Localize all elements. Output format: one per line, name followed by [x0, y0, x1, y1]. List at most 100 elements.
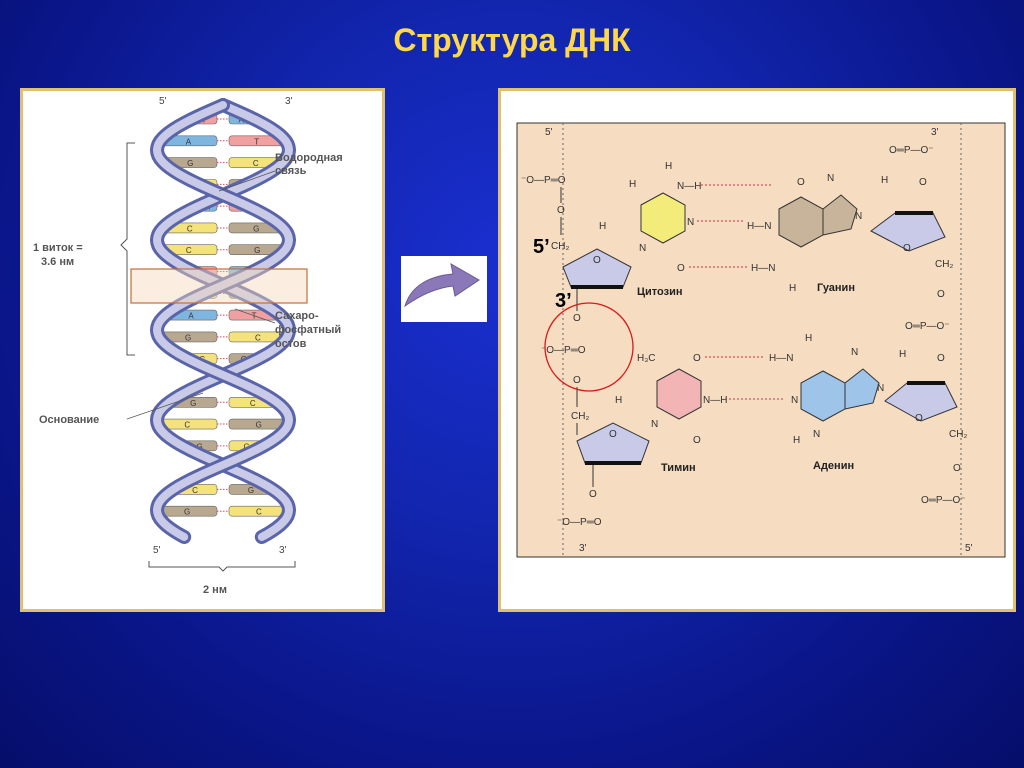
thymine-label: Тимин	[661, 462, 696, 474]
right-bottom-phosphate: O═P—O⁻	[921, 495, 966, 506]
adenine-ring-5	[844, 368, 880, 410]
helix-top-3: 3'	[285, 96, 293, 107]
thymine-o4: O	[693, 353, 701, 364]
helix-top-5: 5'	[159, 96, 167, 107]
base-letter: G	[185, 333, 191, 342]
adenine-label: Аденин	[813, 460, 854, 472]
left-top-phosphate: ⁻O—P═O	[521, 175, 566, 186]
right-ch2-2: CH₂	[949, 429, 967, 440]
backbone-pointer	[234, 308, 276, 324]
right-o-2: O	[937, 289, 945, 300]
hbond-label-1: Водородная	[275, 152, 343, 164]
base-letter: G	[254, 246, 260, 255]
base-letter: T	[254, 137, 259, 146]
base-pointer	[126, 392, 204, 420]
left-o-2: O	[573, 313, 581, 324]
cytosine-n1: N	[639, 243, 646, 254]
hbond-pointer	[218, 170, 276, 192]
base-letter: G	[187, 159, 193, 168]
guanine-n9: N	[855, 211, 862, 222]
hbond-label-2: связь	[275, 165, 307, 177]
guanine-h2: H	[789, 283, 796, 294]
base-letter: C	[253, 159, 259, 168]
right-mid-phosphate: O═P—O⁻	[905, 321, 950, 332]
cytosine-o2: O	[677, 263, 685, 274]
adenine-h8: H	[899, 349, 906, 360]
width-bracket	[148, 561, 296, 572]
base-letter: G	[190, 399, 196, 408]
turn-label-2: 3.6 нм	[41, 256, 74, 268]
turn-bracket	[120, 142, 135, 356]
base-letter: C	[192, 486, 198, 495]
guanine-h1: H—N	[747, 221, 771, 232]
chemical-structure-panel: 5' 3' 3' 5' ⁻O—P═O O CH₂ O O ⁻O—P═O O CH…	[498, 88, 1016, 612]
right-bottom-sugar	[884, 382, 958, 422]
thymine-h6: H	[615, 395, 622, 406]
helix-bottom-3: 3'	[279, 545, 287, 556]
cytosine-label: Цитозин	[637, 286, 683, 298]
base-letter: C	[255, 333, 261, 342]
base-letter: G	[197, 442, 203, 451]
right-bottom-sugar-o: O	[915, 413, 923, 424]
strand-b-inner	[152, 101, 294, 541]
left-top-sugar-o: O	[593, 255, 601, 266]
left-bottom-sugar	[576, 422, 650, 464]
sugar-phosphate-strands	[149, 98, 297, 544]
right-top-sugar	[870, 212, 946, 252]
base-letter: C	[250, 399, 256, 408]
guanine-label: Гуанин	[817, 282, 855, 294]
guanine-n2: H—N	[751, 263, 775, 274]
backbone-label-1: Сахаро-	[275, 310, 319, 322]
helix-bottom-5: 5'	[153, 545, 161, 556]
left-ch2-2: CH₂	[571, 411, 589, 422]
overlay-3-prime: 3’	[555, 290, 572, 312]
cytosine-h5: H	[629, 179, 636, 190]
backbone-label-2: фосфатный	[275, 324, 341, 336]
chem-background	[516, 122, 1006, 558]
right-top-sugar-o: O	[903, 243, 911, 254]
page-title: Структура ДНК	[393, 22, 631, 58]
chem-bottom-5: 5'	[965, 543, 973, 554]
adenine-h2: H	[793, 435, 800, 446]
cytosine-h-top: H	[665, 161, 672, 172]
adenine-n9: N	[877, 383, 884, 394]
right-o-3: O	[937, 353, 945, 364]
width-label: 2 нм	[203, 584, 227, 596]
left-o-1: O	[557, 205, 565, 216]
overlay-5-prime: 5’	[533, 236, 550, 258]
base-letter: A	[188, 312, 194, 321]
thymine-n1: N	[651, 419, 658, 430]
left-mid-phosphate: ⁻O—P═O	[541, 345, 586, 356]
arrow-box	[401, 256, 487, 322]
left-bottom-phosphate: ⁻O—P═O	[557, 517, 602, 528]
right-ch2-1: CH₂	[935, 259, 953, 270]
base-pair-highlight	[130, 268, 308, 304]
right-top-phosphate: O═P—O⁻	[889, 145, 934, 156]
chem-top-5: 5'	[545, 127, 553, 138]
left-top-sugar	[562, 248, 632, 288]
base-label: Основание	[39, 414, 99, 426]
cytosine-h6: H	[599, 221, 606, 232]
base-letter: G	[253, 224, 259, 233]
guanine-n7: N	[827, 173, 834, 184]
adenine-n1: N	[791, 395, 798, 406]
left-o-3: O	[573, 375, 581, 386]
phosphate-highlight-circle	[544, 302, 634, 392]
right-o-1: O	[919, 177, 927, 188]
backbone-label-3: остов	[275, 338, 307, 350]
chem-top-3: 3'	[931, 127, 939, 138]
base-letter: G	[256, 421, 262, 430]
adenine-h6: H	[805, 333, 812, 344]
right-o-4: O	[953, 463, 961, 474]
thymine-ring	[656, 368, 702, 420]
base-letter: C	[186, 246, 192, 255]
base-letter: C	[187, 224, 193, 233]
